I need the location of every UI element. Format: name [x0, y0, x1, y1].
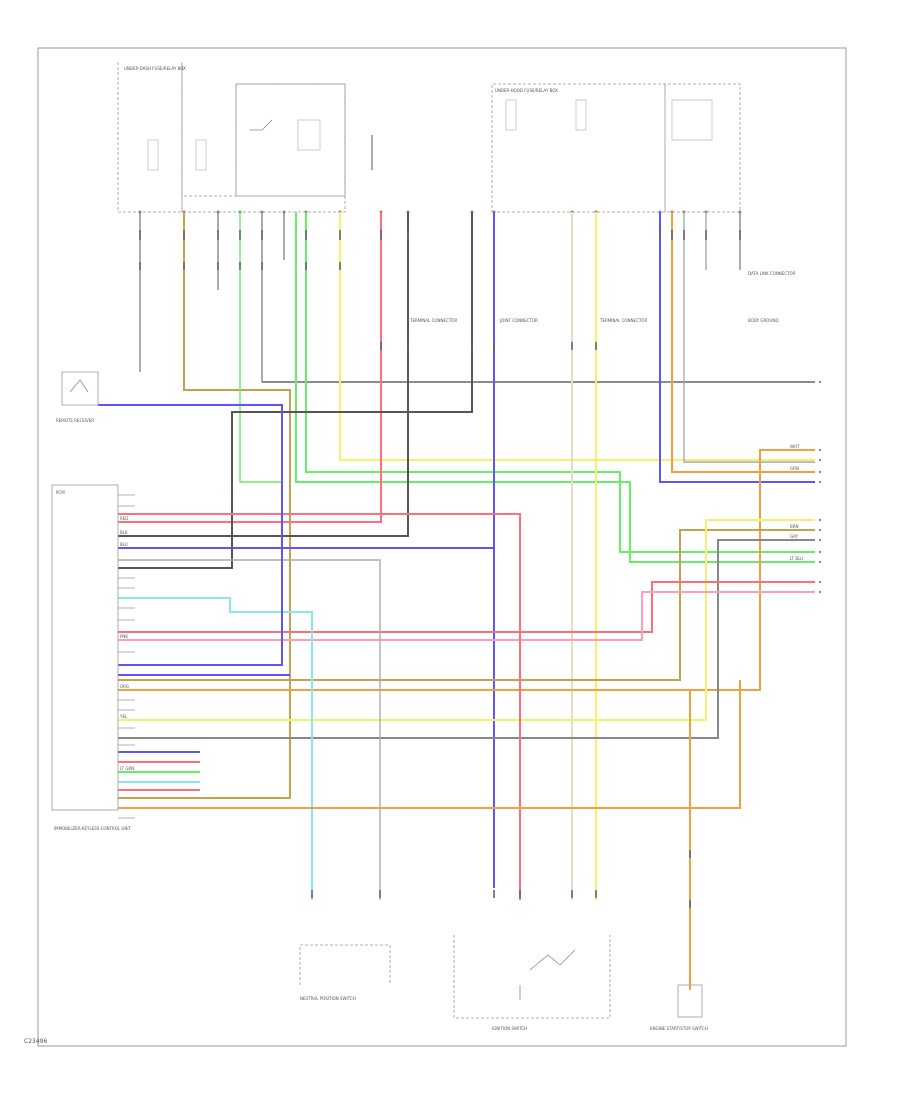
fuse-relay-box-right: UNDER-HOOD FUSE/RELAY BOX — [491, 83, 741, 213]
fuse-box-label: UNDER-DASH FUSE/RELAY BOX — [124, 66, 186, 71]
wire-tags: RED BLU ORG YEL LT GRN BLK PNK WHT GRN L… — [119, 444, 803, 771]
tag-brn: BRN — [790, 524, 799, 529]
wire-black-1 — [118, 212, 409, 537]
connector-label-5: BODY GROUND — [748, 318, 778, 323]
tag-gry: GRY — [790, 534, 799, 539]
wire-yellow-1 — [339, 212, 815, 461]
wire-gray-3 — [118, 559, 381, 900]
push-start-label: ENGINE START/STOP SWITCH — [650, 1026, 708, 1031]
neutral-switch: NEUTRAL POSITION SWITCH — [299, 944, 391, 1001]
connector-marks — [139, 230, 741, 908]
tag-ltblu: LT BLU — [790, 556, 803, 561]
footer-code: C23496 — [24, 1038, 48, 1045]
connector-label-2: JOINT CONNECTOR — [499, 318, 538, 323]
wire-red-1 — [118, 212, 382, 523]
tag-wht: WHT — [790, 444, 800, 449]
wire-green-3 — [295, 212, 815, 563]
pcm-label: PCM — [56, 490, 65, 495]
connector-label-3: TERMINAL CONNECTOR — [599, 318, 647, 323]
wire-blue-4 — [98, 404, 283, 666]
control-unit: IMMOBILIZER-KEYLESS CONTROL UNIT PCM — [51, 484, 131, 831]
relay-box-label: UNDER-HOOD FUSE/RELAY BOX — [495, 88, 558, 93]
wire-orange-1 — [671, 212, 815, 473]
wire-tan — [118, 212, 291, 799]
tag-yel: YEL — [119, 714, 128, 719]
wire-red-2 — [118, 581, 815, 633]
tag-grn: GRN — [790, 466, 799, 471]
wire-lightblue — [118, 597, 313, 900]
tag-org: ORG — [120, 684, 129, 689]
ignition-switch: IGNITION SWITCH — [453, 935, 611, 1031]
tag-blu: BLU — [120, 542, 128, 547]
wire-gray-1 — [683, 212, 815, 463]
wire-red-3 — [118, 513, 521, 900]
tag-red: RED — [120, 516, 128, 521]
neutral-switch-label: NEUTRAL POSITION SWITCH — [300, 996, 356, 1001]
connector-label-4: DATA LINK CONNECTOR — [748, 271, 796, 276]
wire-blue-3 — [659, 212, 815, 483]
remote-receiver: REMOTE RECEIVER — [56, 371, 99, 423]
tag-pnk: PNK — [120, 634, 128, 639]
wire-green-2 — [305, 212, 815, 553]
diagram-frame — [37, 47, 847, 1047]
ignition-switch-label: IGNITION SWITCH — [492, 1026, 527, 1031]
wire-tan-2 — [118, 529, 815, 681]
right-terminals — [818, 380, 822, 594]
wire-gray-2 — [118, 539, 815, 739]
wire-green-1 — [239, 212, 282, 483]
wire-harness — [98, 212, 815, 990]
tag-ltgrn: LT GRN — [120, 766, 134, 771]
wire-orange-2 — [118, 449, 815, 691]
top-stub-wires — [139, 135, 741, 382]
wire-orange-3 — [118, 680, 741, 809]
connector-label-1: TERMINAL CONNECTOR — [409, 318, 457, 323]
wire-yellow-3 — [118, 519, 815, 721]
push-start: ENGINE START/STOP SWITCH — [650, 984, 708, 1031]
control-unit-label: IMMOBILIZER-KEYLESS CONTROL UNIT — [54, 826, 131, 831]
fuse-relay-box-left: UNDER-DASH FUSE/RELAY BOX — [117, 62, 346, 213]
remote-receiver-label: REMOTE RECEIVER — [56, 418, 94, 423]
tag-blk: BLK — [120, 530, 128, 535]
control-unit-pins — [118, 494, 135, 819]
